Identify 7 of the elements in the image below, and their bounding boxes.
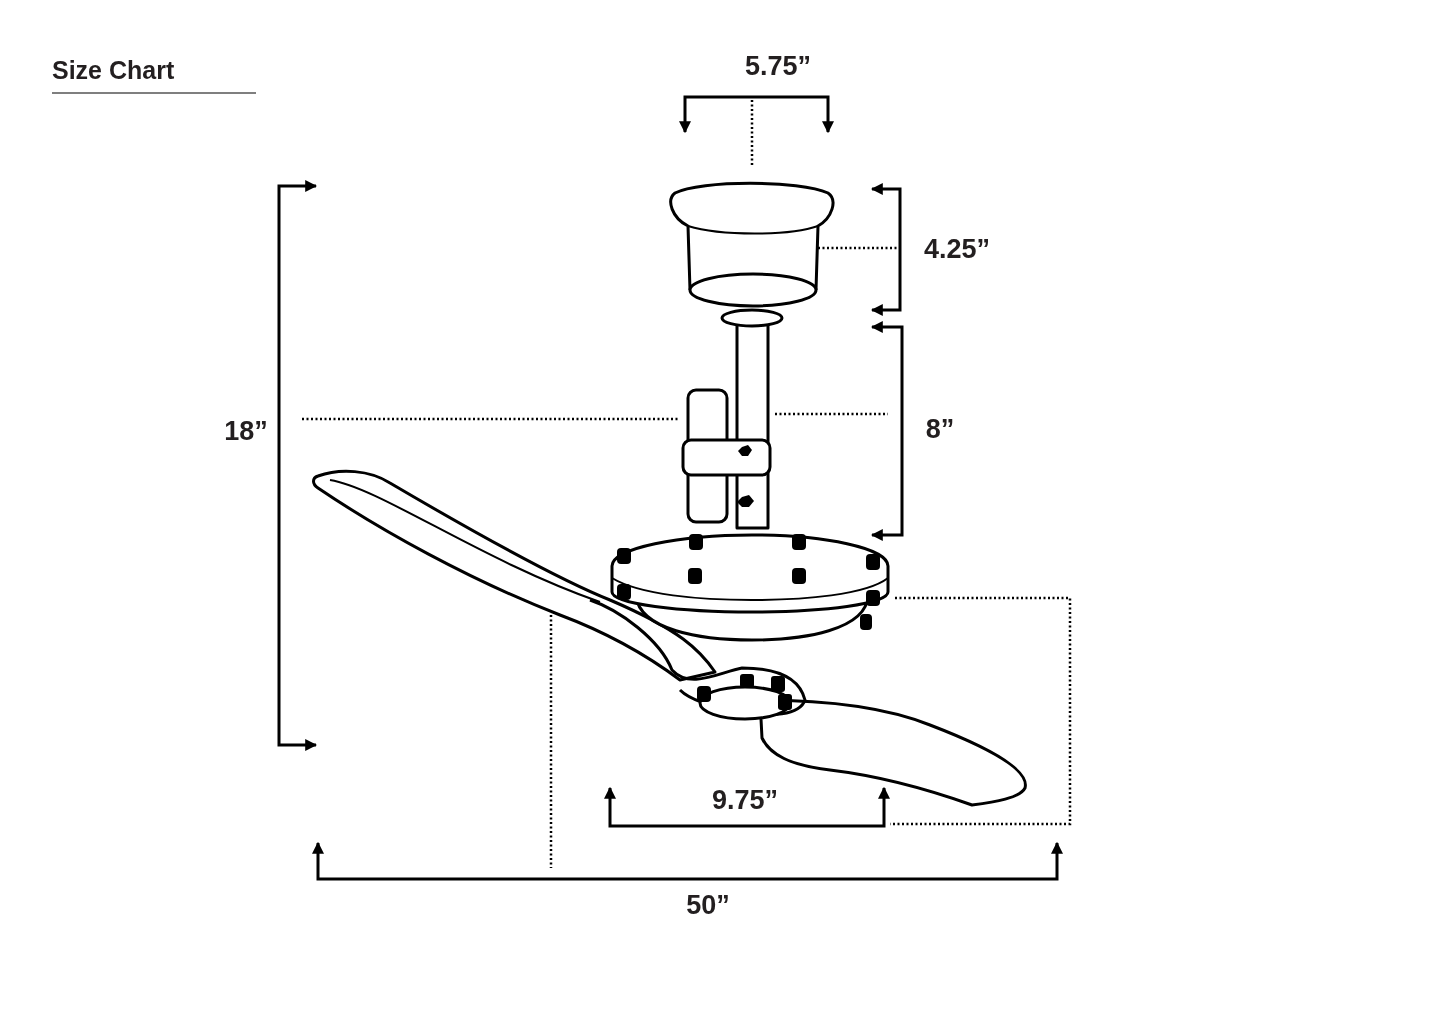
dimension-label: 50”	[686, 889, 730, 921]
dimension-label: 8”	[925, 413, 955, 445]
chart-title: Size Chart	[52, 56, 175, 85]
dimension-label: 9.75”	[711, 784, 779, 816]
dimension-label: 5.75”	[744, 50, 812, 82]
dimension-label: 4.25”	[923, 233, 991, 265]
dimension-label: 18”	[224, 415, 268, 447]
